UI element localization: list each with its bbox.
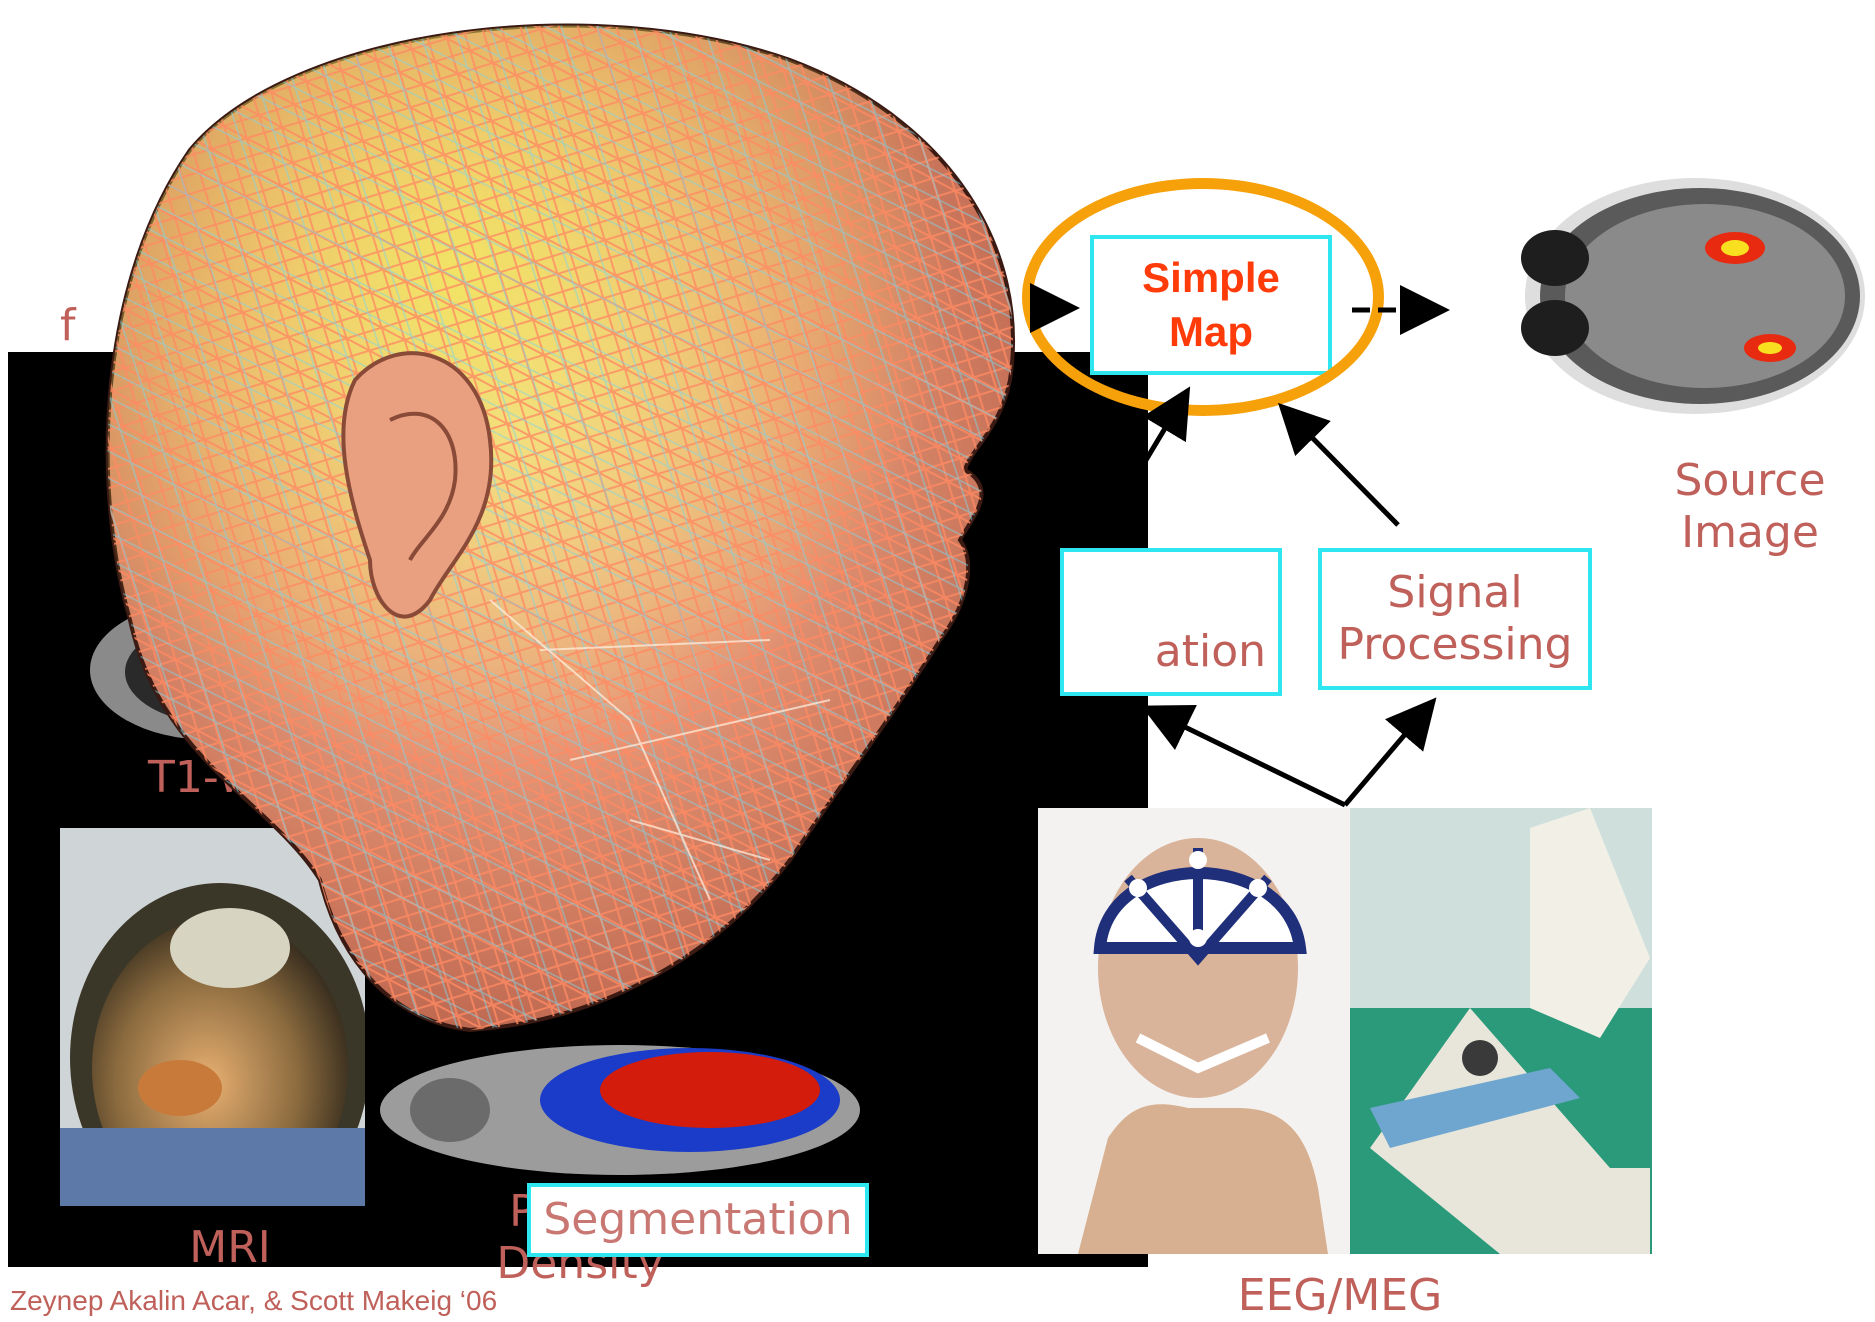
meg-scanner-photo <box>1350 808 1652 1254</box>
source-image-label: Source Image <box>1640 455 1860 559</box>
signal-processing-line1: Signal <box>1338 567 1573 619</box>
mri-label: MRI <box>160 1222 300 1274</box>
forward-model-label: ation <box>1155 626 1266 678</box>
segmentation-label: Segmentation <box>543 1194 852 1246</box>
eeg-meg-label: EEG/MEG <box>1190 1270 1490 1322</box>
arrow-signal-to-map <box>1285 410 1398 525</box>
forward-model-box: ation <box>1060 548 1282 696</box>
arrow-data-to-forward <box>1150 710 1345 805</box>
source-brain-image <box>1495 168 1870 423</box>
signal-processing-box: Signal Processing <box>1318 548 1592 690</box>
source-image-line1: Source <box>1640 455 1860 507</box>
highlight-ring <box>1022 178 1384 416</box>
mesh-head-illustration <box>70 0 1170 1090</box>
author-credit: Zeynep Akalin Acar, & Scott Makeig ‘06 <box>10 1285 497 1317</box>
eeg-cap-photo <box>1038 808 1350 1254</box>
source-image-line2: Image <box>1640 507 1860 559</box>
arrow-data-to-signal <box>1345 705 1430 805</box>
signal-processing-line2: Processing <box>1338 619 1573 671</box>
segmentation-box: Segmentation <box>527 1183 869 1257</box>
